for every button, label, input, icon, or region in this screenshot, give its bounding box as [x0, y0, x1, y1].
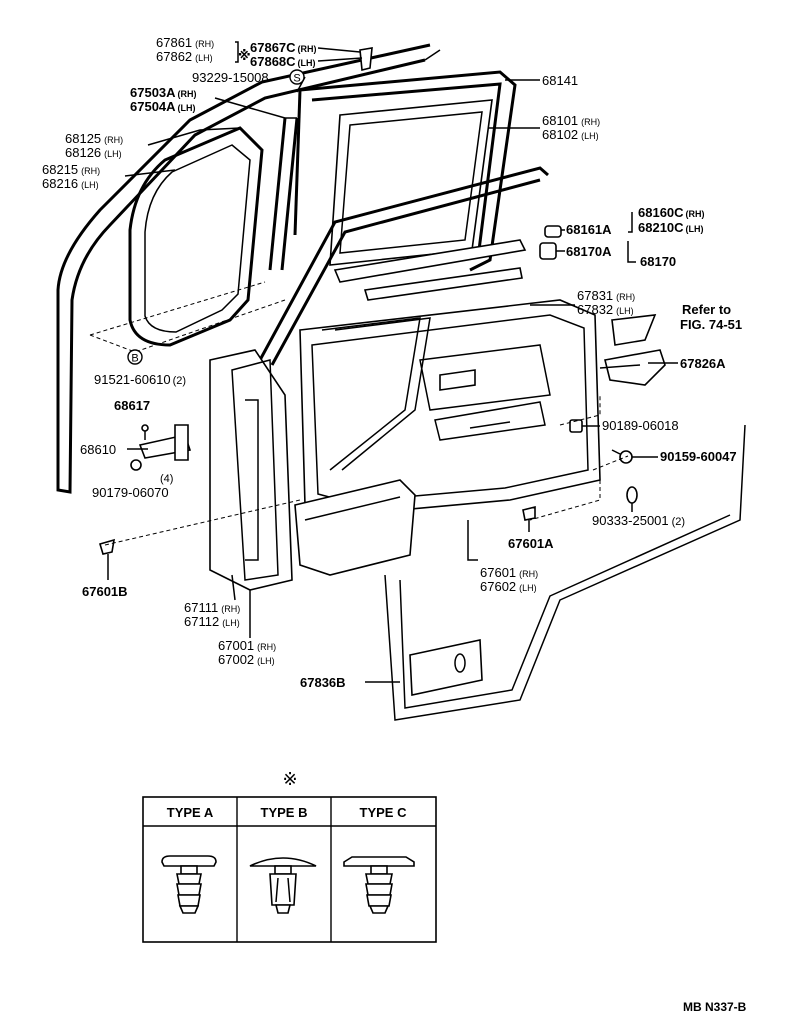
label-90189: 90189-06018	[602, 418, 679, 433]
label-67001: 67001(RH)	[218, 638, 276, 653]
callout-s: S	[289, 69, 305, 85]
door-map-pocket	[294, 479, 416, 576]
label-68126: 68126(LH)	[65, 145, 122, 160]
label-90159: 90159-60047	[660, 449, 737, 464]
label-67868c: 67868C(LH)	[250, 54, 316, 69]
clip-67601a-icon	[522, 505, 536, 521]
label-67831: 67831(RH)	[577, 288, 635, 303]
type-table-star: ※	[282, 769, 297, 789]
label-68170: 68170	[640, 254, 676, 269]
label-67601b: 67601B	[82, 584, 128, 599]
pull-handle	[611, 314, 657, 346]
label-67111: 67111(RH)	[184, 600, 240, 615]
label-67504a: 67504A(LH)	[130, 99, 196, 114]
diagram-code: MB N337-B	[683, 1000, 747, 1014]
clip-67867c-icon	[359, 47, 373, 72]
label-67112: 67112(LH)	[184, 614, 240, 629]
door-inner-panel	[209, 349, 293, 591]
label-68160c: 68160C(RH)	[638, 205, 705, 220]
label-68215: 68215(RH)	[42, 162, 100, 177]
label-90179: 90179-06070	[92, 485, 169, 500]
label-68610: 68610	[80, 442, 116, 457]
lower-door-trim	[384, 424, 746, 721]
label-67826a: 67826A	[680, 356, 726, 371]
clip-type-c-icon	[343, 856, 415, 914]
door-glass-run	[293, 70, 517, 272]
label-68101: 68101(RH)	[542, 113, 600, 128]
label-star-1: ※	[238, 48, 251, 63]
door-check-hinge	[138, 424, 192, 461]
label-68161a: 68161A	[566, 222, 612, 237]
label-68170a: 68170A	[566, 244, 612, 259]
label-93229: 93229-15008	[192, 70, 269, 85]
svg-text:S: S	[293, 73, 300, 85]
bolt-90179-icon	[130, 459, 142, 471]
label-68210c: 68210C(LH)	[638, 220, 704, 235]
label-90179-qty: (4)	[160, 473, 173, 485]
clip-type-b-icon	[249, 857, 317, 914]
label-67602: 67602(LH)	[480, 579, 537, 594]
label-90333: 90333-25001(2)	[592, 513, 685, 528]
label-refer-to: Refer to	[682, 302, 731, 317]
cap-90333-icon	[626, 486, 638, 504]
label-67601: 67601(RH)	[480, 565, 538, 580]
window-weatherstrip-inner	[128, 126, 264, 347]
belt-weatherstrip	[258, 166, 549, 366]
type-table: ※ TYPE A TYPE B TYPE C	[142, 769, 437, 943]
label-67503a: 67503A(RH)	[130, 85, 197, 100]
leader-lines	[107, 41, 678, 683]
screw-68617-icon	[141, 424, 149, 440]
glass-channel	[268, 117, 299, 271]
label-67601a: 67601A	[508, 536, 554, 551]
label-67861: 67861(RH)	[156, 35, 214, 50]
door-trim-board	[299, 299, 601, 516]
label-68102: 68102(LH)	[542, 127, 599, 142]
label-67862: 67862(LH)	[156, 49, 213, 64]
label-68141: 68141	[542, 73, 578, 88]
assembly-guide-lines	[89, 281, 629, 546]
clip-68170a-icon	[539, 242, 557, 260]
callout-b: B	[127, 349, 143, 365]
type-c-header: TYPE C	[360, 805, 408, 820]
clip-90189-icon	[569, 419, 583, 433]
type-a-header: TYPE A	[167, 805, 214, 820]
clip-68161a-icon	[544, 225, 562, 238]
label-68617: 68617	[114, 398, 150, 413]
type-b-header: TYPE B	[261, 805, 308, 820]
label-67002: 67002(LH)	[218, 652, 275, 667]
part-labels: 67861(RH) 67862(LH) ※ 67867C(RH) 67868C(…	[42, 35, 742, 690]
clip-type-a-icon	[161, 855, 217, 914]
label-fig-74-51: FIG. 74-51	[680, 317, 742, 332]
door-glass	[329, 99, 493, 266]
label-68216: 68216(LH)	[42, 176, 99, 191]
label-68125: 68125(RH)	[65, 131, 123, 146]
armrest-bracket	[599, 349, 666, 386]
label-91521: 91521-60610(2)	[94, 372, 186, 387]
label-67836b: 67836B	[300, 675, 346, 690]
clip-67601b-icon	[99, 538, 115, 555]
label-67867c: 67867C(RH)	[250, 40, 317, 55]
label-67832: 67832(LH)	[577, 302, 634, 317]
door-weatherstrip-outer	[56, 43, 441, 494]
svg-text:B: B	[131, 353, 138, 365]
